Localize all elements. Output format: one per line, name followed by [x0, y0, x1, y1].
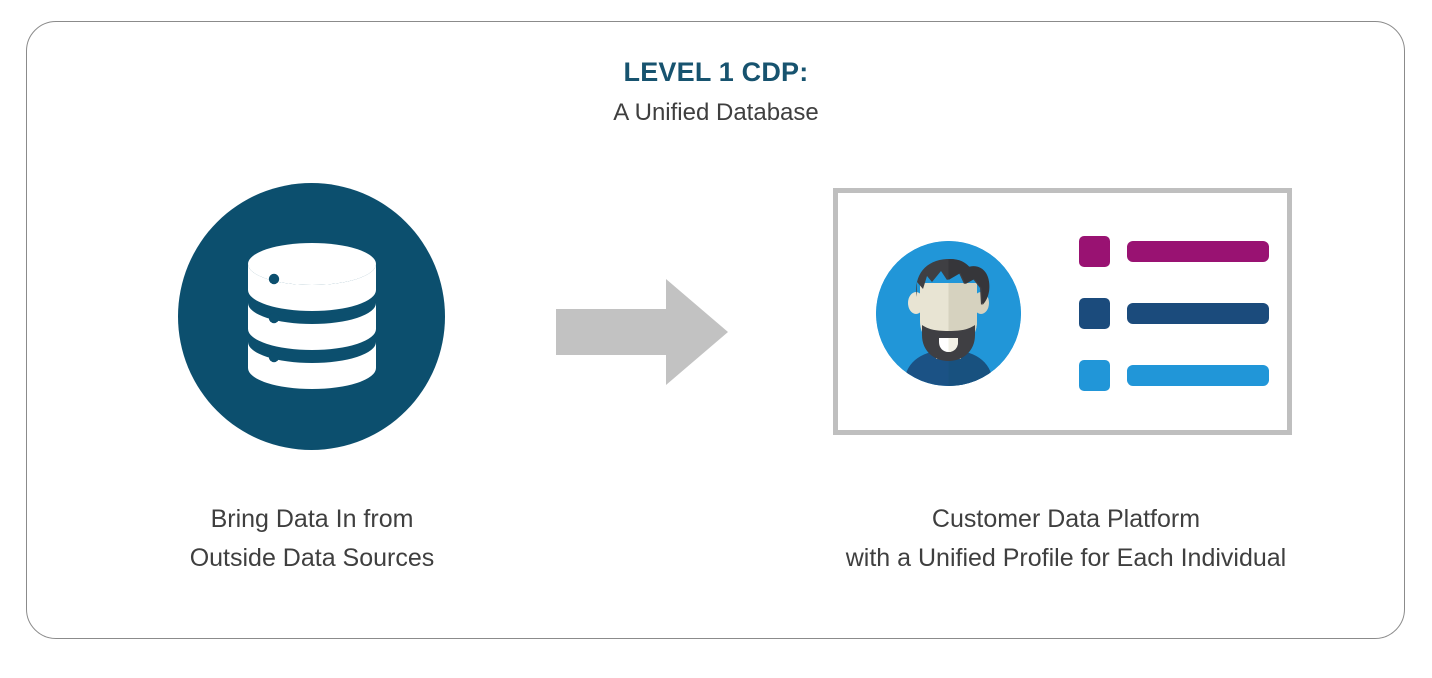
right-caption-line-2: with a Unified Profile for Each Individu…: [845, 544, 1287, 572]
attribute-bar: [1127, 241, 1269, 262]
flow-arrow: [556, 279, 728, 385]
right-caption-line-1: Customer Data Platform: [931, 505, 1201, 533]
profile-attribute-row: [1079, 298, 1269, 329]
left-caption-line-1: Bring Data In from: [210, 505, 414, 533]
attribute-chip: [1079, 298, 1110, 329]
attribute-chip: [1079, 236, 1110, 267]
right-arrow-icon: [556, 279, 728, 385]
attribute-bar: [1127, 365, 1269, 386]
left-node-caption: Bring Data In from Outside Data Sources: [96, 500, 528, 578]
avatar: [876, 241, 1021, 386]
profile-attribute-list: [1079, 236, 1269, 391]
profile-attribute-row: [1079, 236, 1269, 267]
customer-profile-card: [833, 188, 1292, 435]
database-icon-circle: [178, 183, 445, 450]
right-node-caption: Customer Data Platform with a Unified Pr…: [736, 500, 1396, 578]
database-icon: [247, 242, 376, 389]
left-caption-line-2: Outside Data Sources: [189, 544, 435, 572]
profile-attribute-row: [1079, 360, 1269, 391]
user-avatar-icon: [876, 241, 1021, 386]
attribute-bar: [1127, 303, 1269, 324]
attribute-chip: [1079, 360, 1110, 391]
